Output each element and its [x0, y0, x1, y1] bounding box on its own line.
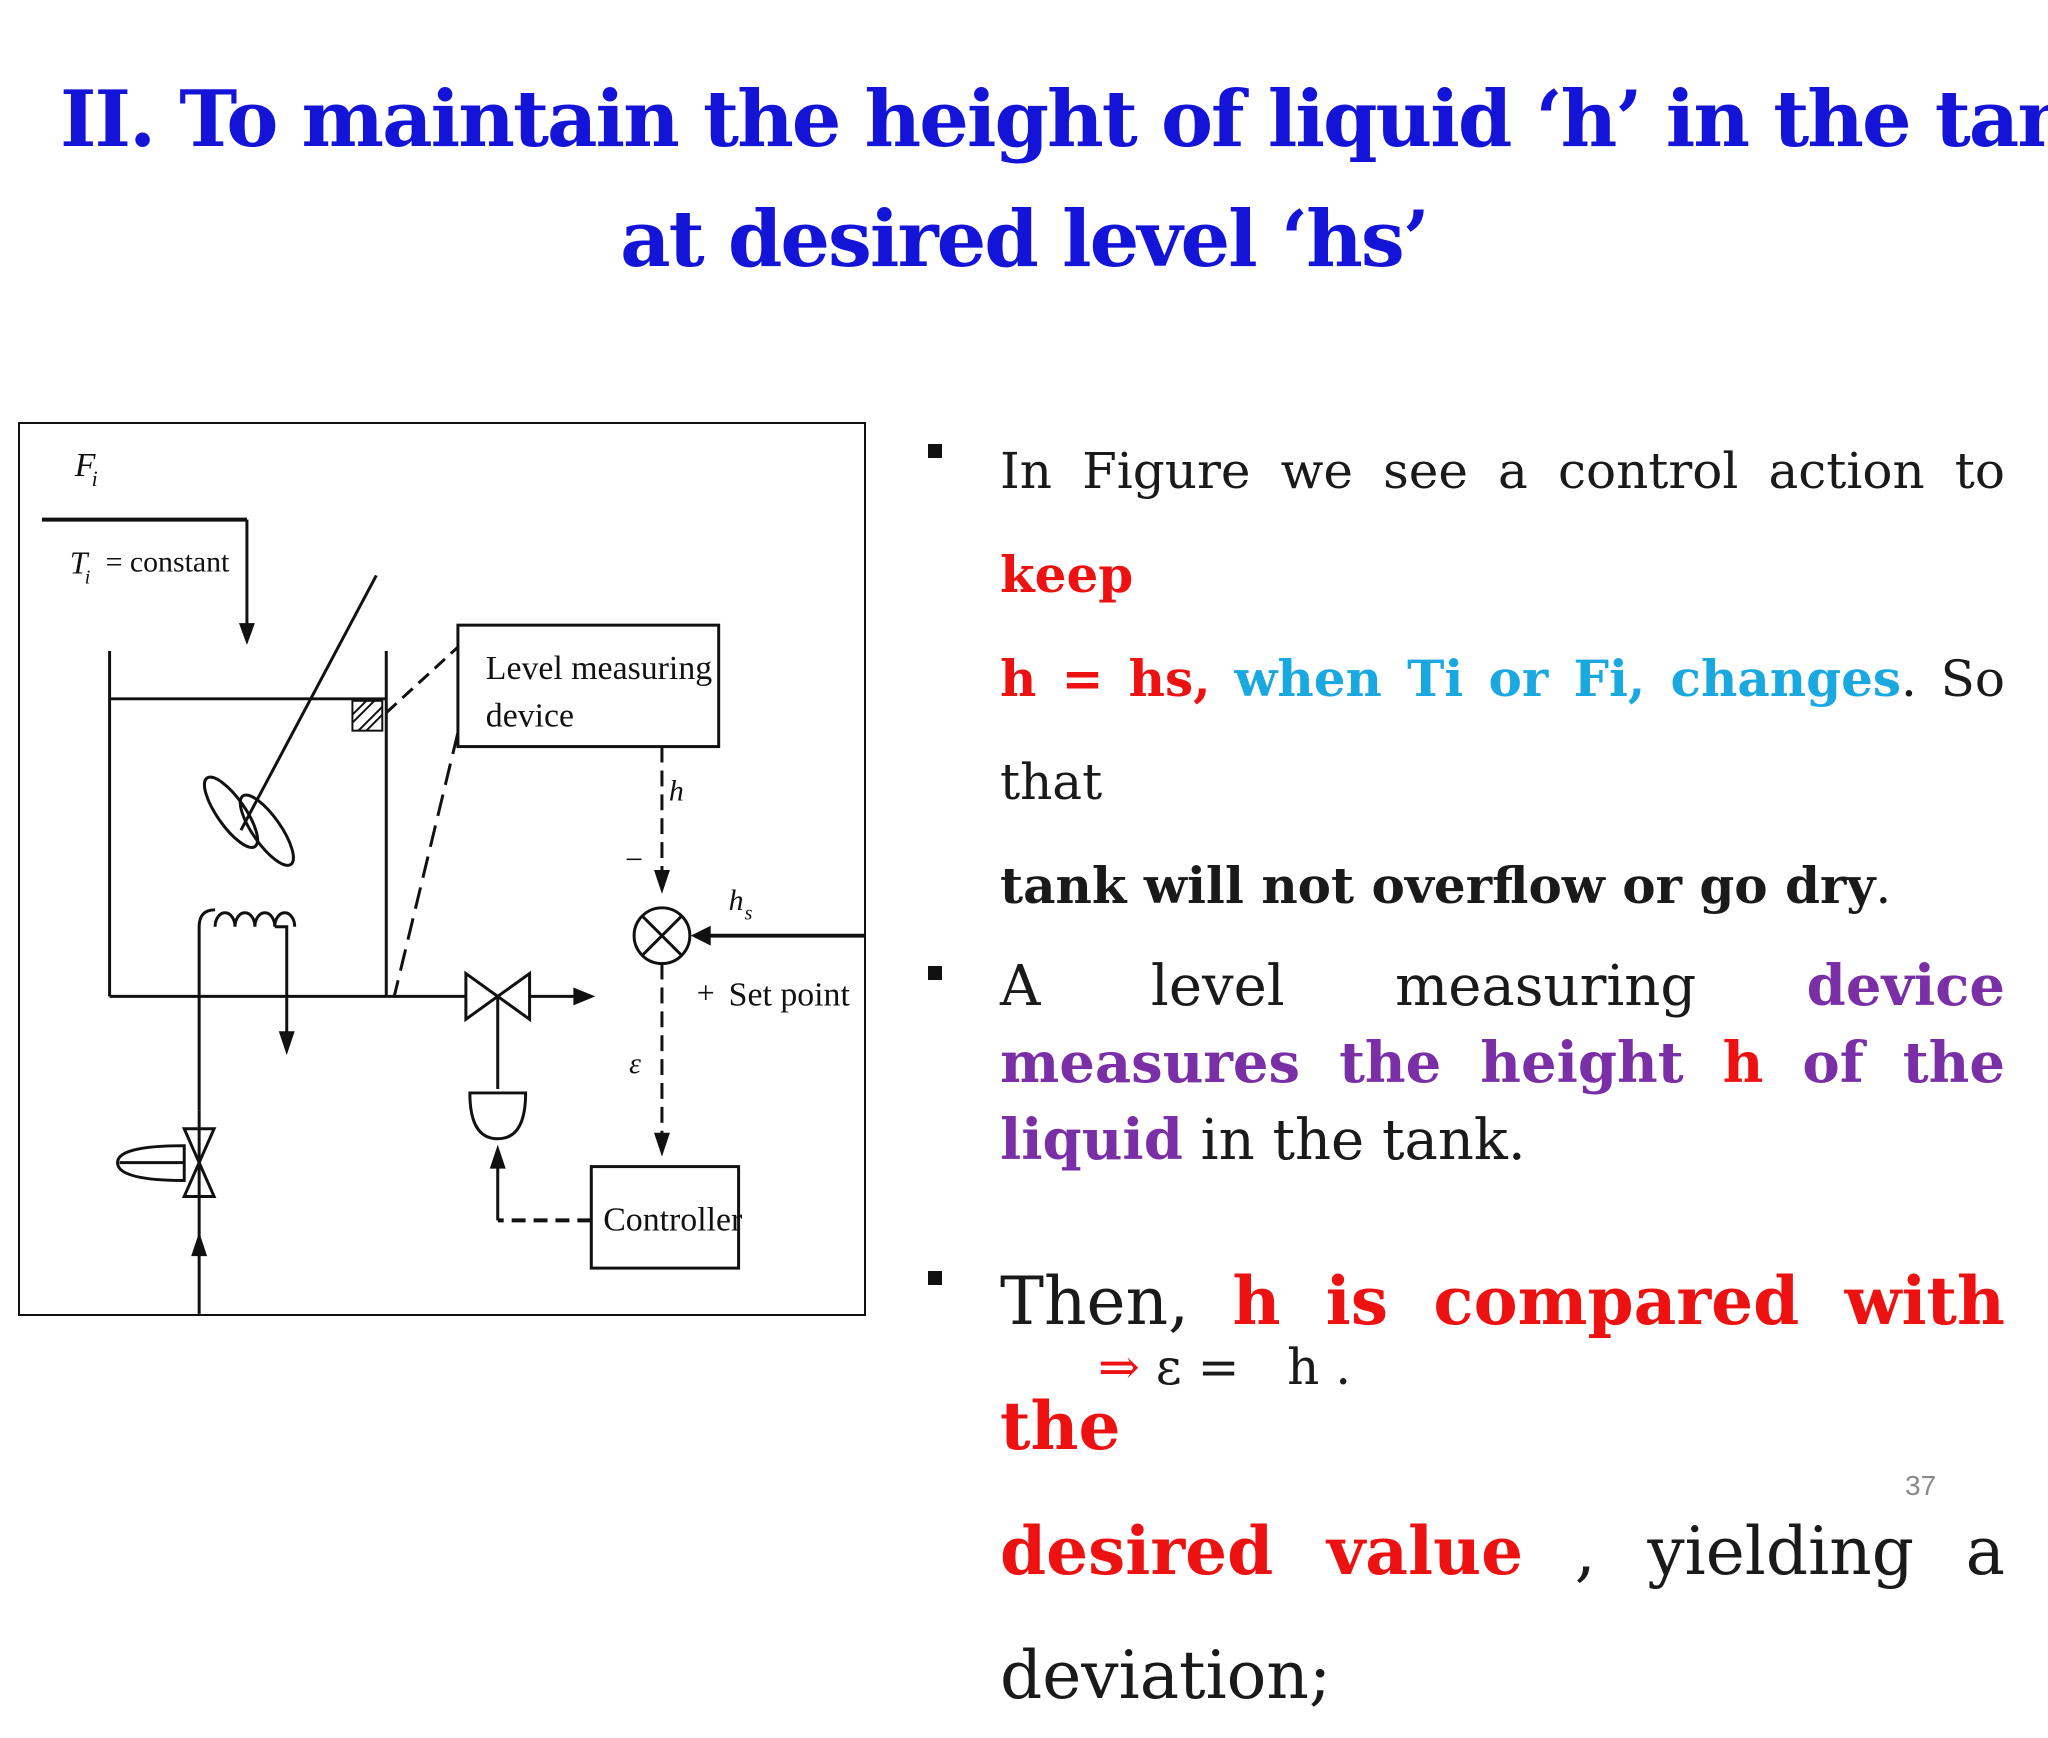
- coil-inlet: [197, 908, 216, 1111]
- bullet1-h-equals-hs: h = hs,: [1000, 649, 1211, 708]
- bullet-control-action: In Figure we see a control action to kee…: [920, 420, 2005, 938]
- error-signal-arrow: [653, 1132, 670, 1157]
- sensor-dashed-link: [392, 732, 460, 997]
- slide-title-line2: at desired level ‘hs’: [620, 194, 1430, 285]
- stirrer-shaft: [239, 574, 378, 831]
- process-diagram: F i T i = constant: [18, 422, 866, 1316]
- stirrer-blade: [238, 793, 295, 867]
- bullet1-keep: keep: [1000, 545, 1134, 604]
- label-hs-sub: s: [745, 903, 753, 925]
- page-number: 37: [1905, 1470, 1937, 1501]
- outlet-valve-right: [495, 970, 532, 1023]
- hatch-line: [351, 700, 376, 724]
- label-ti: T: [70, 545, 90, 580]
- bullet3-compared: h is compared with the: [1000, 1262, 2005, 1465]
- stirrer-blade: [202, 775, 260, 849]
- steam-inlet-arrow: [191, 1232, 208, 1257]
- bullet-marker: [928, 1271, 942, 1285]
- bullet3-yielding: , yielding a: [1523, 1513, 2005, 1590]
- bullet2-of-liquid: of the liquid: [1000, 1030, 2005, 1173]
- sensor-signal-line: [385, 645, 459, 714]
- hatch-line: [365, 714, 383, 732]
- bullet3-deviation: deviation;: [1000, 1637, 1332, 1714]
- label-plus: +: [697, 975, 715, 1010]
- label-setpoint: Set point: [729, 976, 851, 1013]
- h-signal-arrow: [653, 869, 670, 894]
- bullet1-period: .: [1875, 857, 1892, 915]
- controller-label: Controller: [603, 1201, 742, 1238]
- bullet2-suffix: in the tank.: [1182, 1108, 1526, 1173]
- bullet1-text: In Figure we see a control action to: [1000, 442, 2005, 500]
- bullet-level-device: A level measuring device measures the he…: [920, 948, 2005, 1179]
- coil-outlet-arrow: [278, 1031, 295, 1056]
- level-device-line1: Level measuring: [486, 650, 712, 687]
- label-minus: −: [625, 842, 643, 877]
- equation-text: ε = h .: [1139, 1338, 1352, 1396]
- coil-outlet: [274, 925, 289, 1040]
- bullet1-line3: tank will not overflow or go dry.: [1000, 834, 2005, 938]
- bullet-list: In Figure we see a control action to kee…: [920, 420, 2005, 1738]
- label-h: h: [669, 774, 684, 807]
- label-fi: F: [74, 447, 96, 484]
- bullet2-h: h: [1722, 1030, 1764, 1096]
- bullet1-so-that: . So that: [1000, 650, 2005, 811]
- label-ti-constant: = constant: [106, 545, 230, 578]
- setpoint-arrow: [690, 925, 711, 946]
- steam-valve-bottom: [181, 1158, 217, 1198]
- controller-box: [589, 1165, 741, 1270]
- bullet1-line1: In Figure we see a control action to kee…: [1000, 420, 2005, 627]
- bullet3-desired-value: desired value: [1000, 1512, 1524, 1590]
- outlet-valve-left: [464, 970, 501, 1023]
- bullet1-overflow: tank will not overflow or go dry: [1000, 856, 1876, 915]
- slide-title: II. To maintain the height of liquid ‘h’…: [60, 60, 2048, 300]
- label-hs: h: [729, 884, 744, 917]
- implies-icon: ⇒: [1098, 1338, 1140, 1396]
- bullet1-when-changes: when Ti or Fi, changes: [1234, 649, 1902, 708]
- outlet-valve-actuator: [468, 1091, 528, 1141]
- deviation-equation: ⇒ ε = h .: [1098, 1338, 1351, 1396]
- bullet3-then: Then,: [1000, 1263, 1233, 1340]
- inlet-arrow-head: [238, 623, 255, 646]
- label-fi-sub: i: [92, 466, 98, 491]
- bullet-marker: [928, 966, 942, 980]
- bullet1-line2: h = hs, when Ti or Fi, changes. So that: [1000, 627, 2005, 834]
- hatch-line: [351, 700, 368, 716]
- bullet3-line1: Then, h is compared with the: [1000, 1239, 2005, 1489]
- controller-output-arrow: [489, 1144, 506, 1169]
- level-sensor: [351, 699, 384, 732]
- level-device-line2: device: [486, 698, 574, 735]
- outlet-arrow: [573, 987, 596, 1006]
- bullet3-line2: desired value , yielding a: [1000, 1489, 2005, 1614]
- comparator-cross: [640, 914, 683, 957]
- steam-valve-top: [181, 1127, 217, 1167]
- diagram-svg: F i T i = constant: [41, 447, 864, 1314]
- level-device-box: [456, 623, 721, 749]
- bullet2-prefix: A level measuring: [1000, 954, 1807, 1019]
- label-epsilon: ε: [629, 1047, 641, 1080]
- heating-coil: [213, 911, 297, 927]
- label-ti-sub: i: [85, 566, 91, 588]
- hatch-line: [357, 706, 383, 732]
- slide-title-line1: II. To maintain the height of liquid ‘h’…: [60, 74, 2048, 165]
- bullet-compare: Then, h is compared with the desired val…: [920, 1239, 2005, 1738]
- bullet-marker: [928, 444, 942, 458]
- bullet2-device-measures: device measures the height: [1000, 953, 2005, 1096]
- steam-valve-actuator: [116, 1144, 186, 1183]
